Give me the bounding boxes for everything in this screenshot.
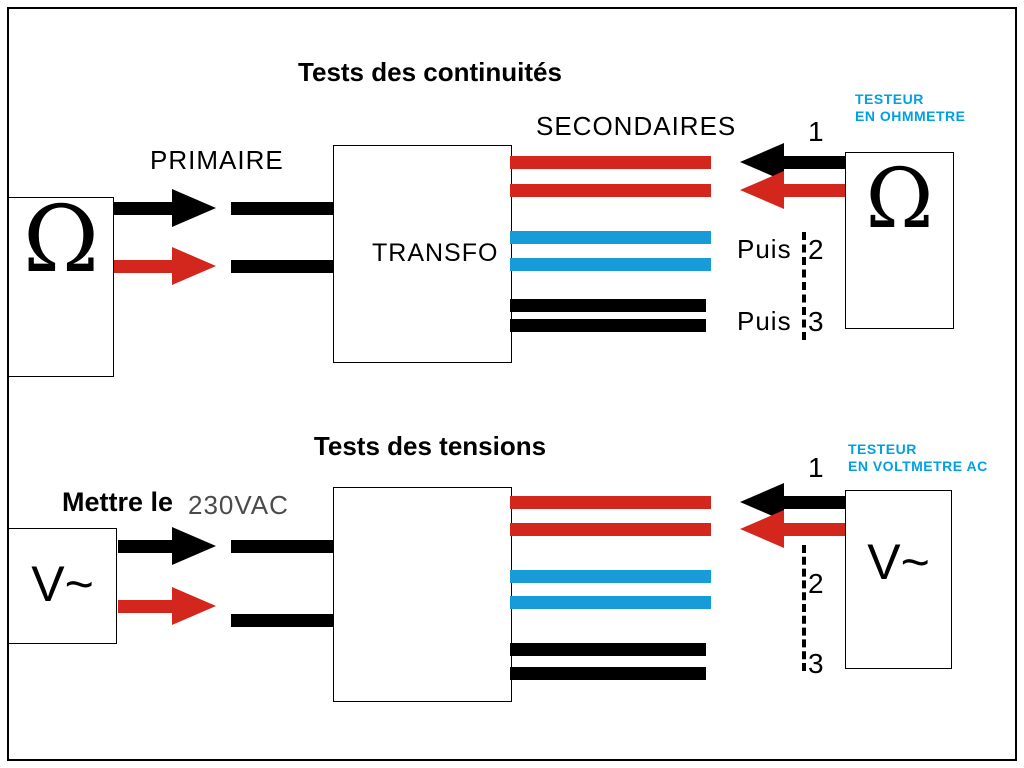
primary-black-arrow-right-icon — [172, 189, 216, 227]
secondary-red-arrow-left-icon — [740, 171, 784, 209]
tension-primary-red-arrow-right-icon — [172, 587, 216, 625]
tension-secondary-wire-red-2 — [510, 523, 711, 536]
secondary-wire-blue-1 — [510, 231, 711, 244]
continuity-title: Tests des continuités — [298, 57, 562, 87]
omega-symbol-left: Ω — [22, 186, 100, 293]
primary-wire-bottom — [231, 260, 333, 273]
tension-step-2: 2 — [808, 568, 824, 599]
secondaires-label: SECONDAIRES — [536, 111, 737, 141]
tester-voltmeter-label: TESTEUR EN VOLTMETRE AC — [848, 441, 988, 475]
voltmeter-symbol-left: V~ — [31, 556, 94, 612]
tester-voltmeter-line2: EN VOLTMETRE AC — [848, 458, 988, 474]
secondary-black-arrow-shaft — [784, 156, 845, 169]
continuity-step-3: 3 — [808, 306, 824, 337]
tension-step-3: 3 — [808, 648, 824, 679]
tester-ohmmeter-line2: EN OHMMETRE — [855, 108, 966, 124]
primary-red-arrow-shaft — [114, 260, 172, 273]
tension-primary-black-arrow-right-icon — [172, 527, 216, 565]
ohmmeter-box-right: Ω — [845, 152, 954, 329]
secondary-wire-blue-2 — [510, 258, 711, 271]
tension-secondary-red-arrow-shaft — [784, 523, 845, 536]
voltmeter-symbol-right: V~ — [867, 534, 930, 590]
tension-secondary-wire-black-1 — [510, 643, 706, 656]
step-divider-dashed-line — [802, 232, 806, 340]
secondary-wire-black-2 — [510, 319, 706, 332]
transfo-box-2 — [333, 487, 512, 702]
tension-secondary-wire-red-1 — [510, 496, 711, 509]
secondary-wire-red-1 — [510, 156, 711, 169]
voltage-value-label: 230VAC — [188, 490, 289, 520]
voltmeter-box-left: V~ — [8, 528, 117, 644]
tension-step-1: 1 — [808, 452, 824, 483]
tester-ohmmeter-label: TESTEUR EN OHMMETRE — [855, 91, 966, 125]
secondary-red-arrow-shaft — [784, 184, 845, 197]
tension-primary-wire-top — [231, 540, 333, 553]
tension-secondary-wire-blue-1 — [510, 570, 711, 583]
continuity-step-2: 2 — [808, 234, 824, 265]
transfo-label: TRANSFO — [372, 239, 499, 267]
primary-black-arrow-shaft — [114, 202, 172, 215]
tension-title: Tests des tensions — [313, 431, 547, 461]
tension-secondary-red-arrow-left-icon — [740, 510, 784, 548]
primary-red-arrow-right-icon — [172, 247, 216, 285]
ohmmeter-box-left: Ω — [8, 186, 114, 377]
voltmeter-box-right: V~ — [845, 490, 952, 669]
tension-secondary-black-arrow-shaft — [784, 496, 845, 509]
primaire-label: PRIMAIRE — [150, 145, 284, 175]
secondary-wire-black-1 — [510, 299, 706, 312]
tester-ohmmeter-line1: TESTEUR — [855, 91, 924, 107]
puis-label-3: Puis — [737, 306, 792, 336]
secondary-wire-red-2 — [510, 184, 711, 197]
tension-step-divider-dashed-line — [802, 545, 806, 671]
tension-primary-black-arrow-shaft — [118, 540, 172, 553]
mettre-le-label: Mettre le — [62, 487, 174, 517]
tension-secondary-wire-blue-2 — [510, 596, 711, 609]
omega-symbol-right: Ω — [865, 152, 934, 247]
transfo-box: TRANSFO — [333, 145, 512, 363]
tension-primary-wire-bottom — [231, 614, 333, 627]
continuity-step-1: 1 — [808, 116, 824, 147]
primary-wire-top — [231, 202, 333, 215]
tension-primary-red-arrow-shaft — [118, 600, 172, 613]
puis-label-2: Puis — [737, 234, 792, 264]
tension-secondary-wire-black-2 — [510, 667, 706, 680]
tester-voltmeter-line1: TESTEUR — [848, 441, 917, 457]
